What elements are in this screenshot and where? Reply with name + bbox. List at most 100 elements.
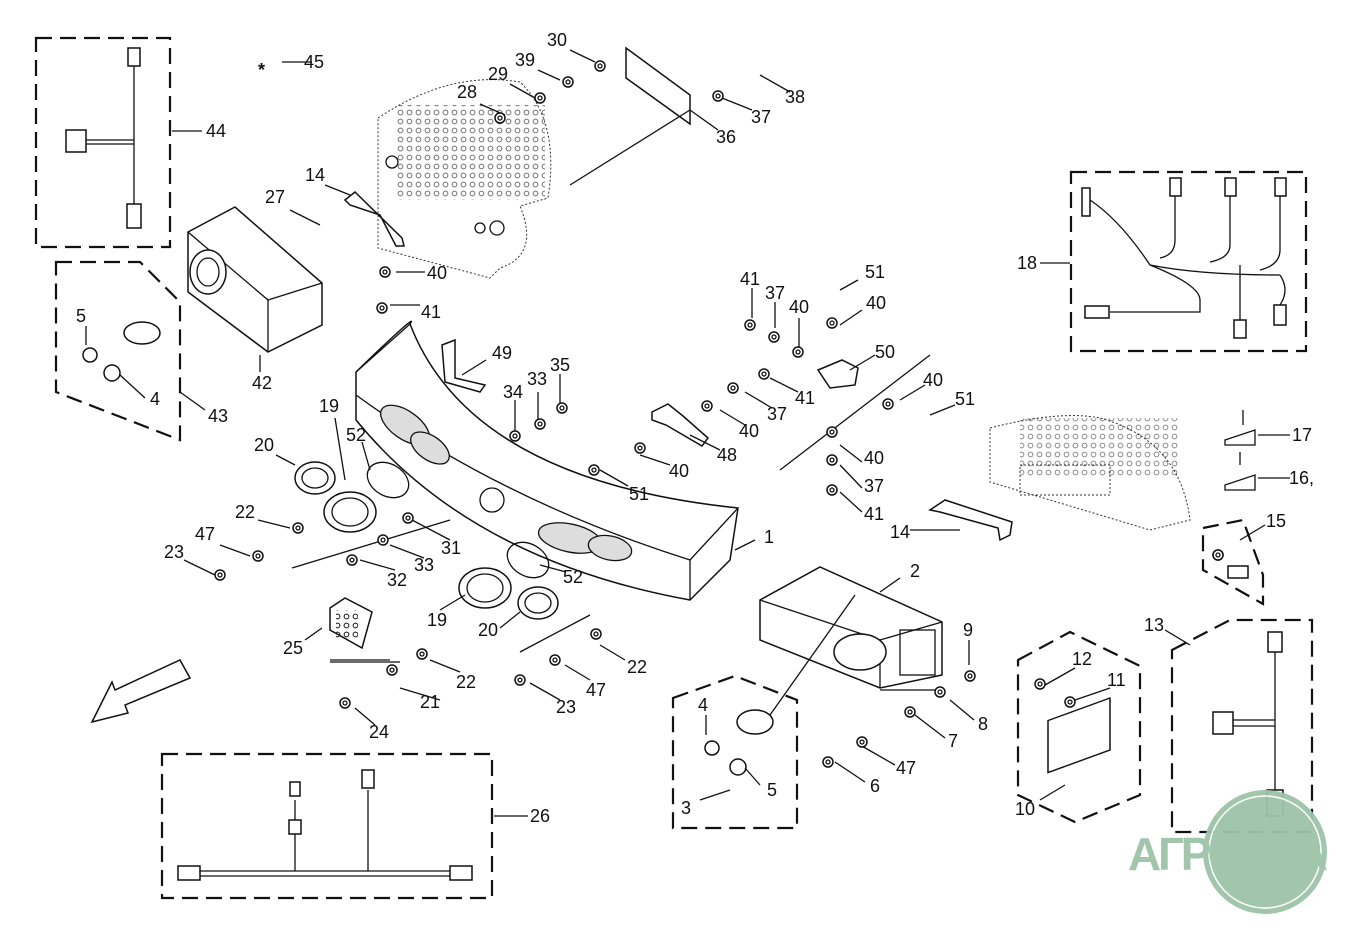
callout-24: 24: [369, 722, 389, 742]
wire-harness-13: [1212, 631, 1284, 817]
washer-nut: [934, 686, 946, 698]
callout-7: 7: [948, 731, 958, 751]
washer-nut: [822, 756, 834, 768]
callout-40: 40: [864, 448, 884, 468]
callout-5: 5: [76, 306, 86, 326]
callout-31: 31: [441, 538, 461, 558]
callout-40: 40: [789, 297, 809, 317]
washer-nut: [416, 648, 428, 660]
callout-37: 37: [751, 107, 771, 127]
harness-box-44: [34, 36, 172, 249]
washer-nut: [882, 398, 894, 410]
callout-47: 47: [896, 758, 916, 778]
front-hood-1: [355, 320, 739, 601]
callout-41: 41: [864, 504, 884, 524]
callout-37: 37: [864, 476, 884, 496]
callout-10: 10: [1015, 799, 1035, 819]
wire-harness-44: [65, 47, 142, 229]
callout-51: 51: [629, 484, 649, 504]
washer-nut: [758, 368, 770, 380]
callout-36: 36: [716, 127, 736, 147]
washer-nut: [339, 697, 351, 709]
callout-23: 23: [556, 697, 576, 717]
callout-40: 40: [923, 370, 943, 390]
washer-nut: [386, 664, 398, 676]
callout-17: 17: [1292, 425, 1312, 445]
washer-nut: [534, 418, 546, 430]
bulb-kit-box-43: [54, 260, 182, 442]
mesh-panel-right: [989, 415, 1191, 531]
callout-27: 27: [265, 187, 285, 207]
bracket-49: [441, 338, 487, 393]
washer-nut: [252, 550, 264, 562]
washer-nut: [1034, 678, 1046, 690]
callout-14: 14: [890, 522, 910, 542]
washer-nut: [634, 442, 646, 454]
washer-nut: [768, 331, 780, 343]
callout-12: 12: [1072, 649, 1092, 669]
washer-nut: [346, 554, 358, 566]
washer-nut: [964, 670, 976, 682]
kit-box-10: [1016, 630, 1142, 824]
washer-nut: [826, 317, 838, 329]
washer-nut: [534, 92, 546, 104]
washer-nut: [549, 654, 561, 666]
callout-47: 47: [195, 524, 215, 544]
agronka-logo: АГРОНКА: [1128, 790, 1328, 914]
washer-nut: [1064, 696, 1076, 708]
callout-34: 34: [503, 382, 523, 402]
callout-32: 32: [387, 570, 407, 590]
washer-nut: [379, 266, 391, 278]
callout-49: 49: [492, 343, 512, 363]
callout-22: 22: [456, 672, 476, 692]
washer-nut: [744, 319, 756, 331]
washer-nut: [727, 382, 739, 394]
callout-25: 25: [283, 638, 303, 658]
callout-51: 51: [955, 389, 975, 409]
work-lamp-42: [187, 206, 323, 353]
callout-38: 38: [785, 87, 805, 107]
callout-42: 42: [252, 373, 272, 393]
harness-box-18: [1069, 170, 1308, 353]
callout-30: 30: [547, 30, 567, 50]
callout-26: 26: [530, 806, 550, 826]
asterisk-symbol: *: [258, 60, 265, 80]
washer-nut: [904, 706, 916, 718]
callout-18: 18: [1017, 253, 1037, 273]
callout-4: 4: [150, 389, 160, 409]
callout-22: 22: [235, 502, 255, 522]
washer-nut: [562, 76, 574, 88]
callout-40: 40: [669, 461, 689, 481]
washer-nut: [292, 522, 304, 534]
callout-9: 9: [963, 620, 973, 640]
washer-nut: [376, 302, 388, 314]
callout-48: 48: [717, 445, 737, 465]
wire-harness-18: [1081, 177, 1287, 339]
callout-37: 37: [767, 404, 787, 424]
washer-nut: [826, 454, 838, 466]
callout-50: 50: [875, 342, 895, 362]
callout-6: 6: [870, 776, 880, 796]
callout-41: 41: [795, 388, 815, 408]
washer-nut: [826, 484, 838, 496]
callout-51: 51: [865, 262, 885, 282]
callout-11: 11: [1107, 670, 1126, 690]
callout-37: 37: [765, 283, 785, 303]
washer-nut: [514, 674, 526, 686]
callout-19: 19: [427, 610, 447, 630]
plate-36: [625, 46, 691, 126]
leader-lines: [85, 49, 1290, 817]
callout-23: 23: [164, 542, 184, 562]
callout-14: 14: [305, 165, 325, 185]
mesh-panel-left: [377, 79, 552, 279]
hardware: [214, 60, 1224, 768]
callout-40: 40: [427, 263, 447, 283]
callout-33: 33: [414, 555, 434, 575]
direction-arrow: [90, 410, 1256, 724]
callout-15: 15: [1266, 511, 1286, 531]
callout-52: 52: [563, 567, 583, 587]
kit-box-15: [1201, 518, 1265, 606]
callout-21: 21: [420, 692, 440, 712]
callout-40: 40: [866, 293, 886, 313]
callout-39: 39: [515, 50, 535, 70]
